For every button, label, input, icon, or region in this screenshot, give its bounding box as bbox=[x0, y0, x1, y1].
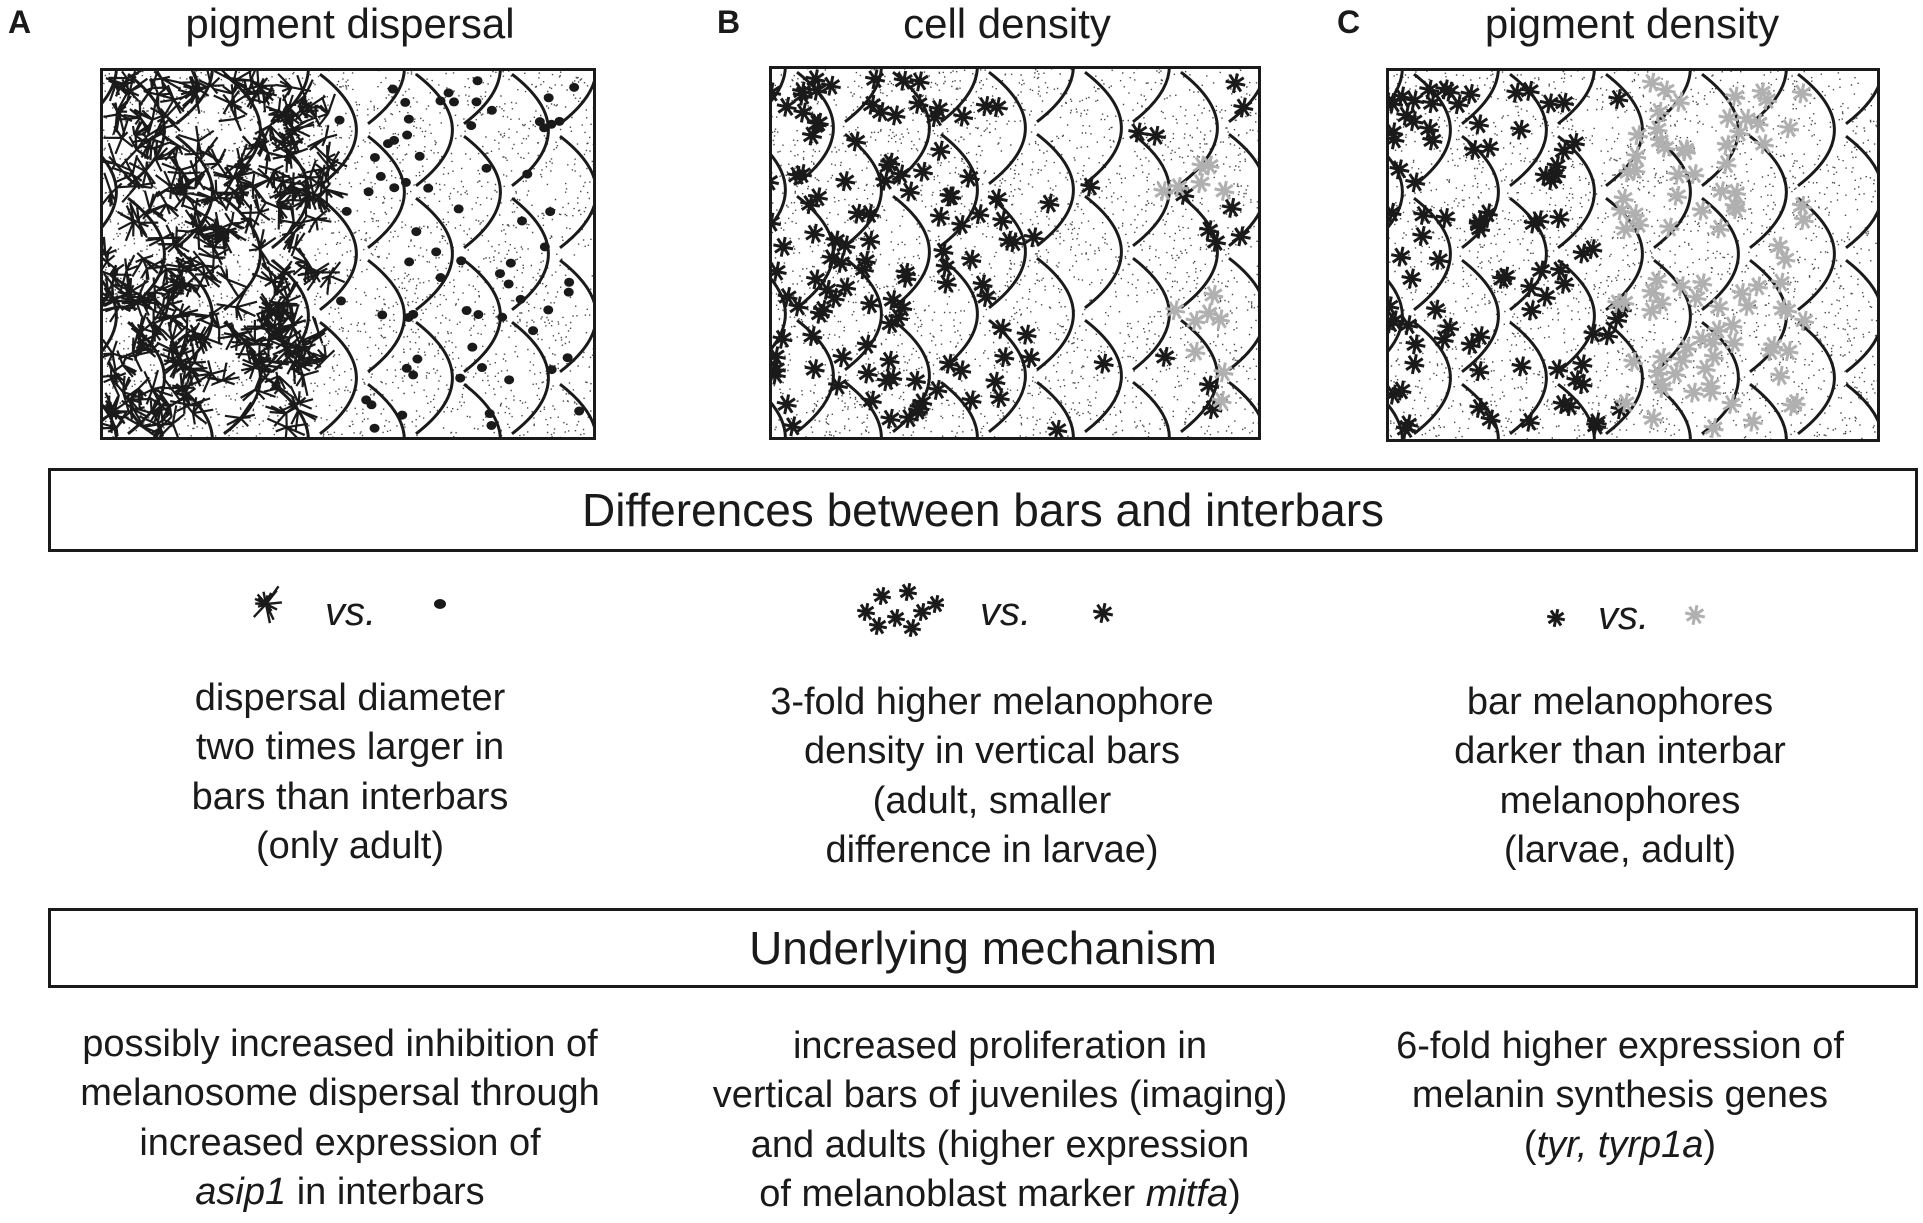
panel-label-b: B bbox=[717, 4, 741, 40]
contracted-melanophore-icon bbox=[434, 599, 446, 609]
dense-melanophores-icon bbox=[856, 582, 944, 638]
panel-a-drawing bbox=[100, 68, 596, 440]
panel-title-a: pigment dispersal bbox=[185, 0, 515, 47]
mechanism-text-b: increased proliferation in vertical bars… bbox=[712, 1025, 1288, 1216]
panel-c-drawing bbox=[1386, 68, 1880, 442]
sparse-melanophore-icon bbox=[1092, 602, 1114, 624]
panel-b-drawing bbox=[769, 66, 1261, 440]
dispersed-melanophore-icon bbox=[252, 585, 283, 624]
vs-text-b: vs. bbox=[980, 590, 1032, 634]
mechanism-text-c: 6-fold higher expression of melanin synt… bbox=[1396, 1025, 1844, 1166]
panel-title-c: pigment density bbox=[1484, 0, 1780, 47]
vs-text-c: vs. bbox=[1598, 594, 1650, 638]
mechanism-banner: Underlying mechanism bbox=[48, 908, 1918, 988]
mechanism-text-a: possibly increased inhibition of melanos… bbox=[80, 1023, 600, 1214]
panel-label-a: A bbox=[8, 4, 32, 40]
difference-text-c: bar melanophores darker than interbar me… bbox=[1454, 681, 1786, 872]
dark-melanophore-icon bbox=[1546, 608, 1566, 628]
light-melanophore-icon bbox=[1684, 604, 1706, 626]
difference-text-a: dispersal diameter two times larger in b… bbox=[191, 677, 509, 868]
difference-text-b: 3-fold higher melanophore density in ver… bbox=[770, 681, 1214, 872]
panel-label-c: C bbox=[1337, 4, 1361, 40]
panel-title-b: cell density bbox=[903, 0, 1111, 47]
differences-banner: Differences between bars and interbars bbox=[48, 468, 1918, 552]
vs-text-a: vs. bbox=[325, 590, 377, 634]
